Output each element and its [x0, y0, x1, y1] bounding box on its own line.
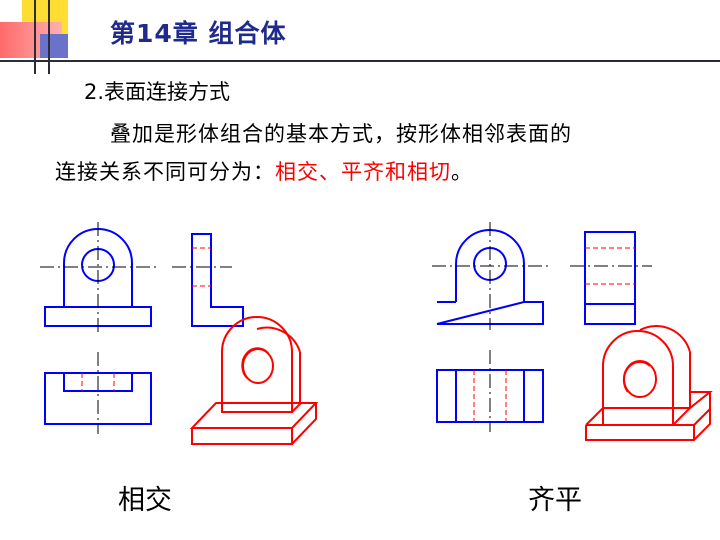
title-divider: [0, 60, 720, 62]
iso-view-intersect: [189, 316, 319, 445]
caption-intersect: 相交: [118, 485, 172, 516]
paragraph-line-2-prefix: 连接关系不同可分为：: [55, 160, 275, 184]
section-subheading: 2.表面连接方式: [84, 80, 231, 104]
front-view-intersect: [40, 222, 158, 332]
corner-block-blue: [40, 34, 68, 58]
iso-view-flush: [585, 325, 713, 441]
front-view-flush: [432, 222, 550, 330]
caption-flush: 齐平: [528, 485, 582, 516]
paragraph-line-2-suffix: 。: [451, 160, 473, 184]
paragraph-line-2: 连接关系不同可分为：相交、平齐和相切。: [55, 156, 473, 186]
top-view-flush: [436, 350, 544, 432]
paragraph-highlight: 相交、平齐和相切: [275, 160, 451, 184]
side-view-intersect: [172, 233, 244, 327]
corner-vline-2: [48, 0, 50, 74]
side-view-flush: [570, 231, 652, 325]
paragraph-line-1: 叠加是形体组合的基本方式，按形体相邻表面的: [110, 122, 572, 146]
corner-vline-1: [34, 0, 36, 74]
top-view-intersect: [44, 352, 152, 434]
page-title: 第14章 组合体: [110, 19, 287, 48]
